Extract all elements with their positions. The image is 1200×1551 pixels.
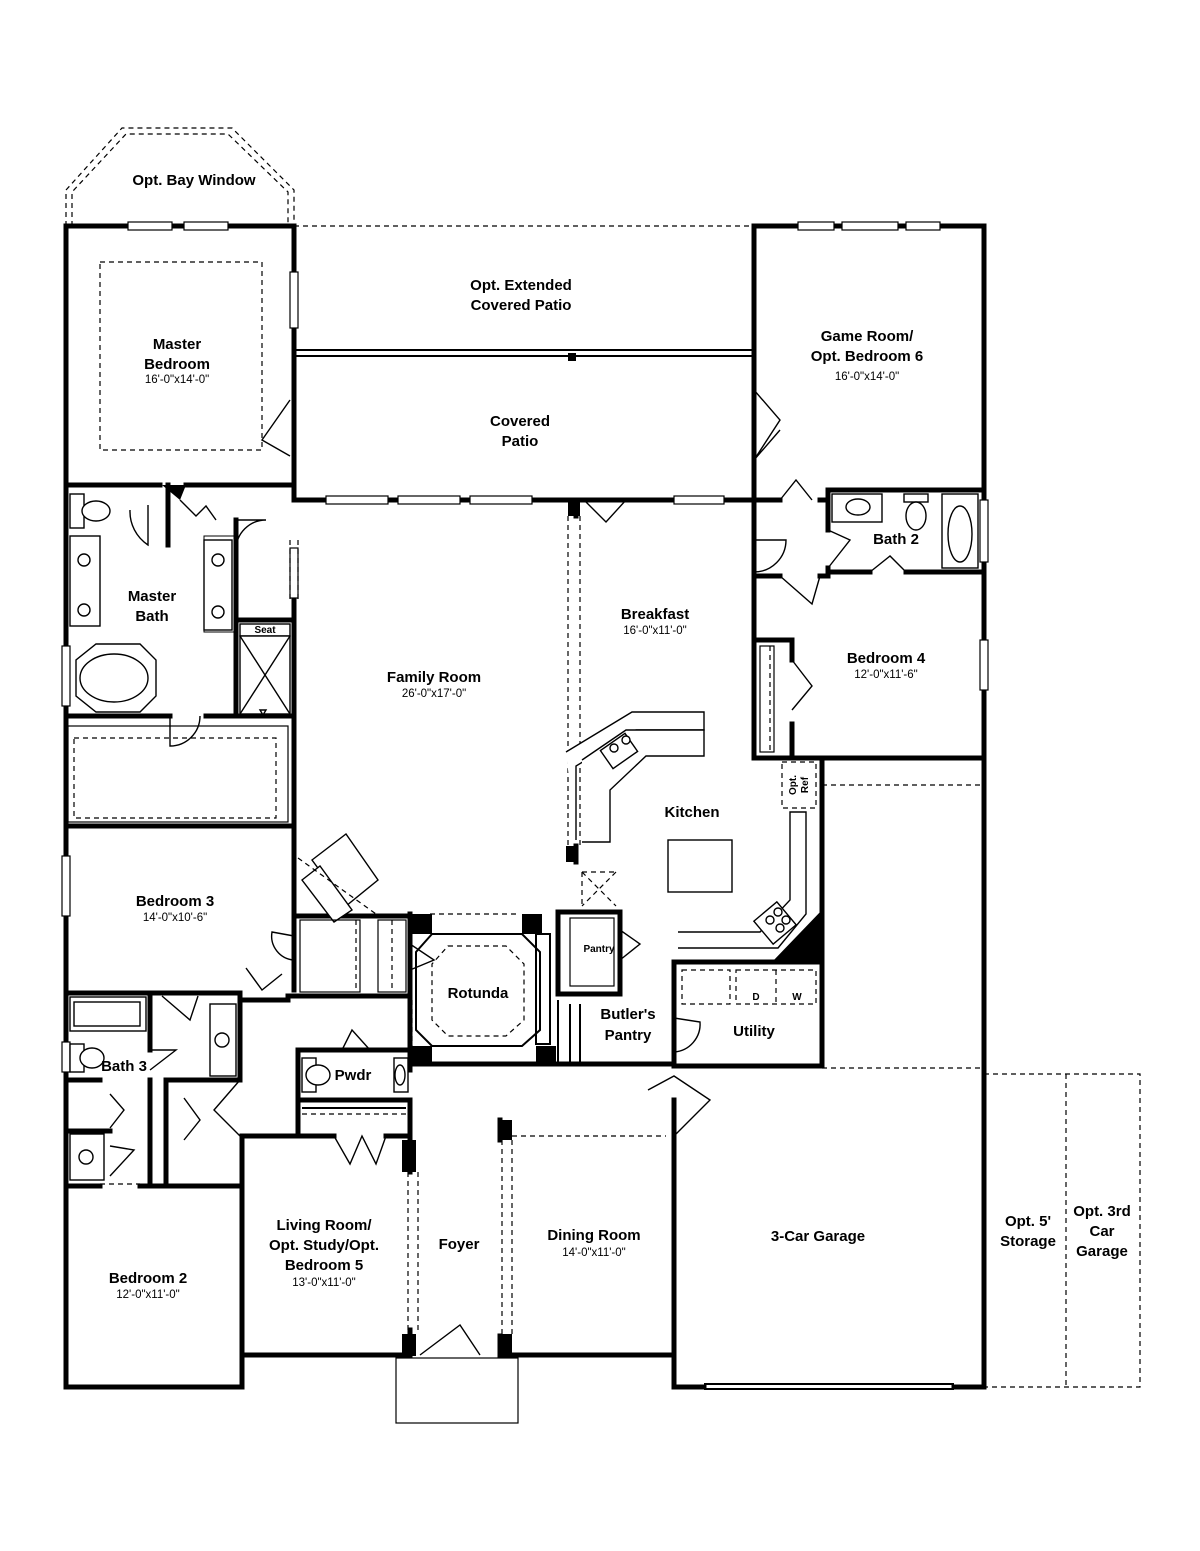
label-butlers-pantry-2: Pantry bbox=[605, 1027, 652, 1044]
closet-details bbox=[203, 535, 775, 1115]
windows bbox=[61, 221, 989, 1073]
label-rotunda: Rotunda bbox=[448, 985, 509, 1002]
label-living-room-3: Bedroom 5 bbox=[285, 1257, 363, 1274]
label-game-room-1: Game Room/ bbox=[821, 328, 914, 345]
label-utility: Utility bbox=[733, 1023, 775, 1040]
label-master-bath-2: Bath bbox=[135, 608, 168, 625]
room-labels: Opt. Bay Window Opt. Extended Covered Pa… bbox=[101, 172, 1131, 1301]
label-extended-patio-1: Opt. Extended bbox=[470, 277, 572, 294]
label-opt-ref-1: Opt. bbox=[788, 775, 799, 795]
label-bedroom-2: Bedroom 2 bbox=[109, 1270, 187, 1287]
label-storage-2: Storage bbox=[1000, 1233, 1056, 1250]
garage-door bbox=[704, 1383, 954, 1390]
stair-pantry-area bbox=[557, 871, 617, 1064]
powder-fixtures bbox=[301, 1057, 409, 1093]
kitchen-counters bbox=[565, 711, 817, 1005]
label-third-garage-1: Opt. 3rd bbox=[1073, 1203, 1131, 1220]
label-game-room-2: Opt. Bedroom 6 bbox=[811, 348, 924, 365]
dim-bedroom-2: 12'-0"x11'-0" bbox=[116, 1289, 180, 1301]
dim-master-bedroom: 16'-0"x14'-0" bbox=[145, 374, 209, 386]
label-living-room-2: Opt. Study/Opt. bbox=[269, 1237, 379, 1254]
dim-bedroom-3: 14'-0"x10'-6" bbox=[143, 912, 207, 924]
dashed-details bbox=[99, 261, 984, 1334]
label-opt-ref-2: Ref bbox=[800, 776, 811, 793]
label-bedroom-4: Bedroom 4 bbox=[847, 650, 926, 667]
small-labels: Seat Pantry Opt. Ref D W bbox=[254, 625, 811, 1003]
dim-family-room: 26'-0"x17'-0" bbox=[402, 688, 466, 700]
label-kitchen: Kitchen bbox=[664, 804, 719, 821]
dim-bedroom-4: 12'-0"x11'-6" bbox=[854, 669, 918, 681]
label-seat: Seat bbox=[254, 625, 276, 636]
interior-walls-center bbox=[407, 487, 987, 1390]
label-covered-patio-2: Patio bbox=[502, 433, 539, 450]
label-master-bedroom-1: Master bbox=[153, 336, 202, 353]
label-third-garage-2: Car bbox=[1089, 1223, 1114, 1240]
label-butlers-pantry-1: Butler's bbox=[600, 1006, 655, 1023]
bath-2-fixtures bbox=[831, 493, 979, 569]
dim-breakfast: 16'-0"x11'-0" bbox=[623, 625, 687, 637]
door-swings bbox=[109, 389, 907, 1356]
label-garage: 3-Car Garage bbox=[771, 1228, 865, 1245]
label-foyer: Foyer bbox=[439, 1236, 480, 1253]
label-bedroom-3: Bedroom 3 bbox=[136, 893, 214, 910]
label-powder: Pwdr bbox=[335, 1067, 372, 1084]
front-stoop bbox=[395, 1357, 519, 1424]
label-bath-3: Bath 3 bbox=[101, 1058, 147, 1075]
label-living-room-1: Living Room/ bbox=[277, 1217, 373, 1234]
label-extended-patio-2: Covered Patio bbox=[471, 297, 572, 314]
rotunda-outline bbox=[415, 933, 551, 1047]
master-bath-fixtures bbox=[67, 493, 291, 823]
bath-3-fixtures bbox=[69, 996, 237, 1181]
optional-garage-outline bbox=[984, 1073, 1141, 1388]
label-dining-room: Dining Room bbox=[547, 1227, 640, 1244]
label-pantry: Pantry bbox=[583, 944, 615, 955]
extended-patio-outline bbox=[294, 225, 754, 361]
bay-window-outline bbox=[65, 127, 295, 226]
fireplace bbox=[297, 832, 379, 923]
label-washer: W bbox=[792, 992, 802, 1003]
label-storage-1: Opt. 5' bbox=[1005, 1213, 1051, 1230]
label-master-bedroom-2: Bedroom bbox=[144, 356, 210, 373]
interior-walls-left bbox=[63, 482, 413, 1390]
label-dryer: D bbox=[752, 992, 759, 1003]
label-family-room: Family Room bbox=[387, 669, 481, 686]
dim-living-room: 13'-0"x11'-0" bbox=[292, 1277, 356, 1289]
dim-game-room: 16'-0"x14'-0" bbox=[835, 371, 899, 383]
label-covered-patio-1: Covered bbox=[490, 413, 550, 430]
label-bay-window: Opt. Bay Window bbox=[132, 172, 256, 189]
label-bath-2: Bath 2 bbox=[873, 531, 919, 548]
dim-dining-room: 14'-0"x11'-0" bbox=[562, 1247, 626, 1259]
label-breakfast: Breakfast bbox=[621, 606, 689, 623]
columns bbox=[162, 485, 822, 1356]
label-third-garage-3: Garage bbox=[1076, 1243, 1128, 1260]
exterior-walls bbox=[63, 223, 987, 1390]
label-master-bath-1: Master bbox=[128, 588, 177, 605]
